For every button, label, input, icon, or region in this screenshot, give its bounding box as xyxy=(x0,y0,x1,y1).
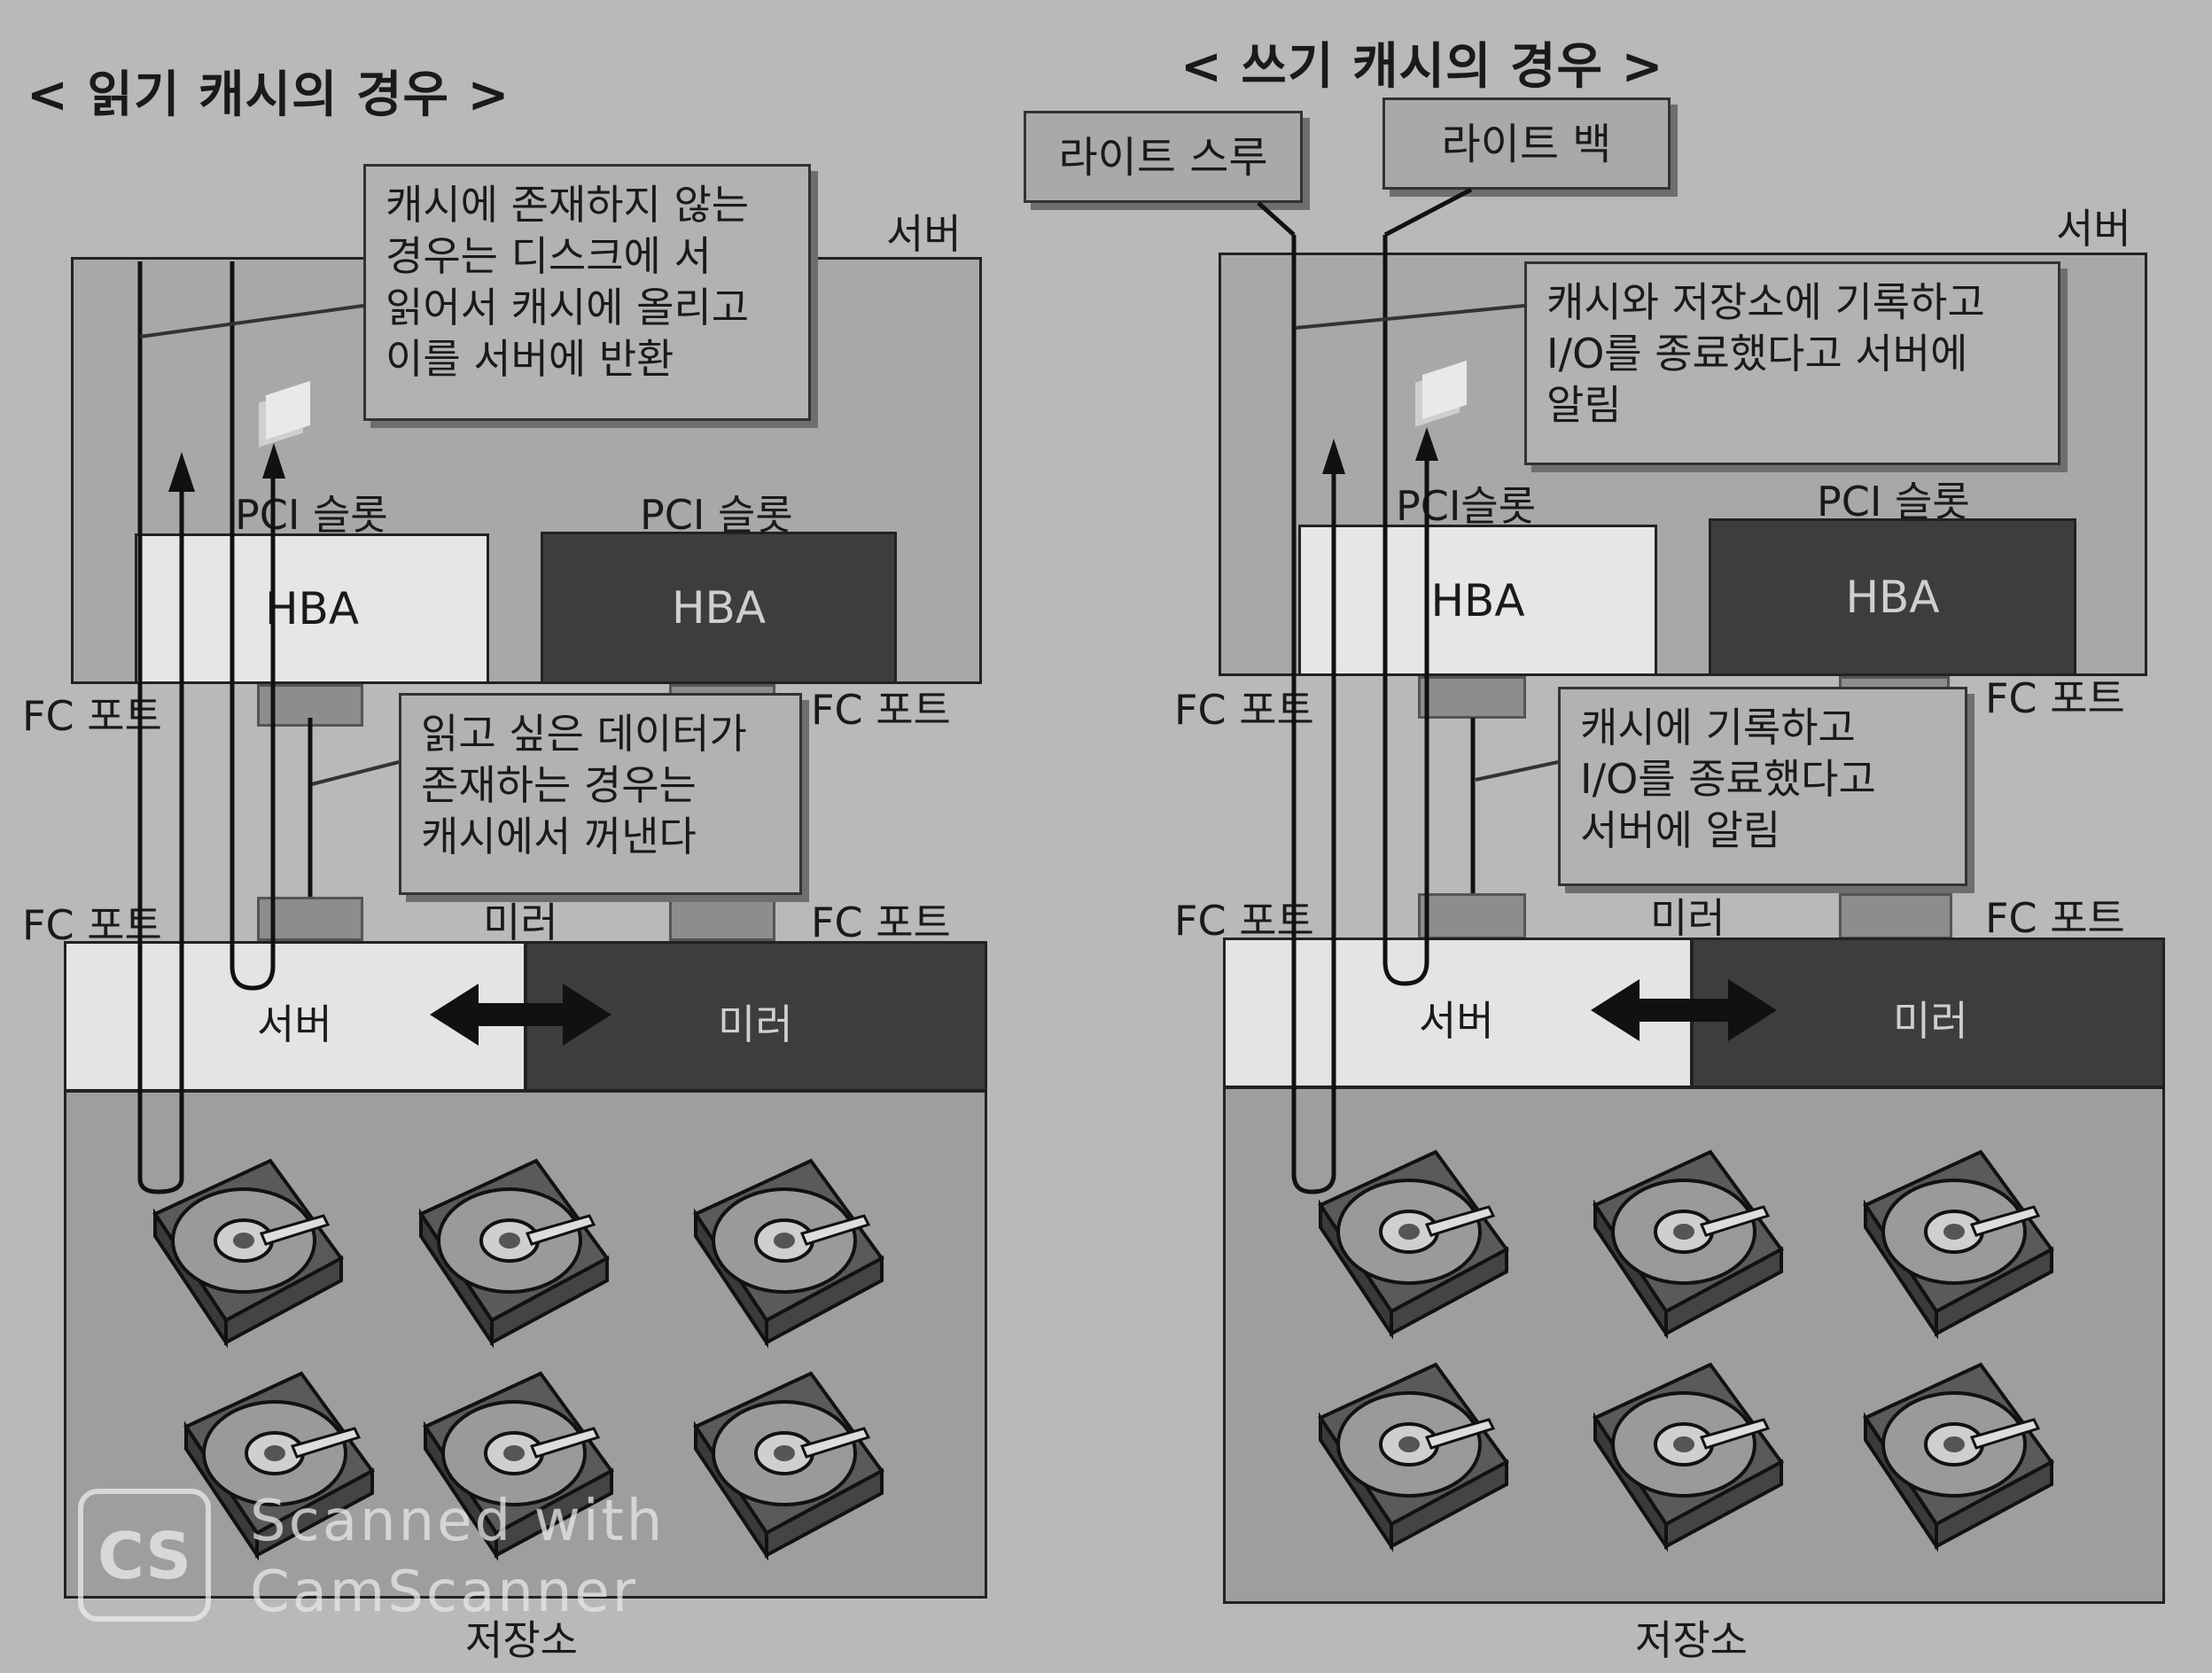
right-mirror-double-arrow-icon xyxy=(1591,979,1777,1041)
left-callout-top-pointer xyxy=(139,304,364,338)
left-hba-1: HBA xyxy=(135,533,489,684)
disk-icon xyxy=(153,1159,343,1344)
right-data-paths xyxy=(1257,187,1476,1194)
right-hba-1: HBA xyxy=(1298,525,1657,676)
left-cache-mirror-label: 미러 xyxy=(718,1000,793,1048)
watermark-line-1: Scanned with xyxy=(250,1489,666,1554)
right-callout-mid-pointer xyxy=(1475,760,1559,782)
left-callout-mid-pointer xyxy=(311,760,400,786)
left-cache-server-label: 서버 xyxy=(257,1000,332,1048)
right-mirror-label-top: 미러 xyxy=(1650,894,1725,942)
disk-icon xyxy=(1864,1150,2053,1335)
right-callout-top-pointer xyxy=(1295,304,1525,330)
left-hba-2: HBA xyxy=(541,532,897,684)
left-hba-2-label: HBA xyxy=(671,582,767,634)
left-arrow-up-1-icon xyxy=(168,452,195,492)
right-pci-slot-1: PCI슬롯 xyxy=(1396,482,1537,530)
left-data-paths xyxy=(137,261,313,1194)
tag-write-through: 라이트 스루 xyxy=(1024,111,1303,203)
right-server-label: 서버 xyxy=(2056,205,2131,253)
right-pci-slot-2: PCI 슬롯 xyxy=(1817,478,1970,525)
disk-icon xyxy=(1319,1150,1508,1335)
right-hba-1-label: HBA xyxy=(1430,574,1525,626)
left-fc-port-bot-2 xyxy=(669,897,775,941)
camscanner-logo-text: CS xyxy=(97,1519,192,1593)
left-callout-cache-miss: 캐시에 존재하지 않는 경우는 디스크에 서 읽어서 캐시에 올리고 이를 서버… xyxy=(363,164,811,421)
camscanner-logo-icon: CS xyxy=(78,1489,211,1622)
right-arrow-up-2-icon xyxy=(1415,427,1438,461)
left-fc-port-label-2: FC 포트 xyxy=(811,686,951,734)
right-fc-port-top-1 xyxy=(1418,676,1526,719)
disk-icon xyxy=(1864,1363,2053,1548)
disk-icon xyxy=(419,1159,609,1344)
right-cache-server-label: 서버 xyxy=(1419,997,1494,1045)
right-fc-port-label-2: FC 포트 xyxy=(1985,674,2125,722)
left-arrow-up-2-icon xyxy=(262,443,285,479)
right-hba-2: HBA xyxy=(1709,518,2076,676)
watermark-line-2: CamScanner xyxy=(250,1560,639,1625)
right-callout-write-through: 캐시와 저장소에 기록하고 I/O를 종료했다고 서버에 알림 xyxy=(1524,261,2060,465)
left-server-label: 서버 xyxy=(886,210,962,258)
right-hba-2-label: HBA xyxy=(1845,572,1940,623)
write-cache-title: < 쓰기 캐시의 경우 > xyxy=(1180,38,1664,96)
left-storage-label: 저장소 xyxy=(465,1616,578,1664)
left-pci-slot-1: PCI 슬롯 xyxy=(235,491,388,539)
left-mirror-double-arrow-icon xyxy=(430,984,611,1046)
right-fc-port-label-3: FC 포트 xyxy=(1174,897,1314,945)
read-cache-title: < 읽기 캐시의 경우 > xyxy=(27,66,510,124)
disk-icon xyxy=(1319,1363,1508,1548)
left-mirror-label-top: 미러 xyxy=(483,899,558,946)
right-arrow-up-1-icon xyxy=(1322,439,1345,474)
right-callout-write-back: 캐시에 기록하고 I/O를 종료했다고 서버에 알림 xyxy=(1558,687,1967,886)
left-pci-slot-2: PCI 슬롯 xyxy=(640,491,793,539)
right-storage-label: 저장소 xyxy=(1635,1616,1748,1664)
left-hba-1-label: HBA xyxy=(264,583,360,634)
tag-write-back: 라이트 백 xyxy=(1382,97,1671,190)
right-disk-array xyxy=(1319,1150,2053,1548)
right-fc-port-label-1: FC 포트 xyxy=(1174,686,1314,734)
left-fc-port-label-4: FC 포트 xyxy=(811,899,951,946)
disk-icon xyxy=(694,1159,884,1344)
right-cache-mirror-label: 미러 xyxy=(1893,997,1968,1045)
disk-icon xyxy=(1593,1150,1783,1335)
disk-icon xyxy=(1593,1363,1783,1548)
right-fc-port-label-4: FC 포트 xyxy=(1985,894,2125,942)
left-callout-cache-hit: 읽고 싶은 데이터가 존재하는 경우는 캐시에서 꺼낸다 xyxy=(399,693,802,895)
disk-icon xyxy=(694,1372,884,1557)
